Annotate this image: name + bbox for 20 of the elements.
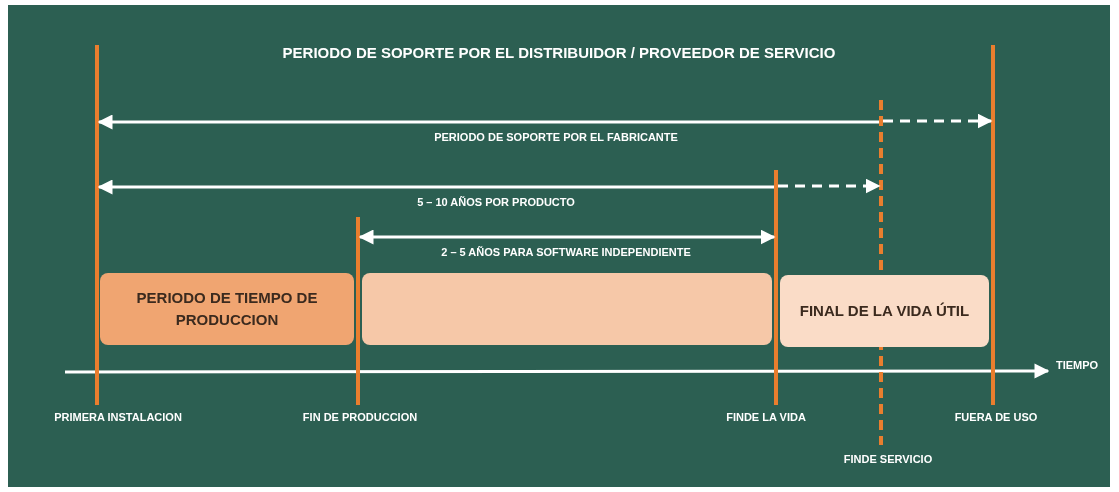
arrow <box>97 179 774 195</box>
axis-label: TIEMPO <box>1056 358 1099 373</box>
edge-label: 5 – 10 AÑOS POR PRODUCTO <box>417 195 575 210</box>
arrow <box>358 229 776 245</box>
band-label: PERIODO DE TIEMPO DE PRODUCCION <box>135 288 319 330</box>
milestone-label: PRIMERA INSTALACION <box>54 410 182 425</box>
milestone-label: FUERA DE USO <box>954 410 1038 425</box>
arrow <box>97 114 879 130</box>
period-band <box>780 275 989 347</box>
milestone-label: FINDE SERVICIO <box>843 452 933 467</box>
band-label: FINAL DE LA VIDA ÚTIL <box>799 301 970 321</box>
empty-band <box>362 273 772 345</box>
edge-label: 2 – 5 AÑOS PARA SOFTWARE INDEPENDIENTE <box>441 245 691 260</box>
period-band <box>100 273 354 345</box>
arrow <box>883 113 993 129</box>
arrow <box>778 178 881 194</box>
edge-label: PERIODO DE SOPORTE POR EL FABRICANTE <box>434 130 678 145</box>
milestone-label: FINDE LA VIDA <box>726 410 806 425</box>
milestone-label: FIN DE PRODUCCION <box>302 410 418 425</box>
title: PERIODO DE SOPORTE POR EL DISTRIBUIDOR / PROVEEDOR DE SERVICIO <box>281 43 837 63</box>
